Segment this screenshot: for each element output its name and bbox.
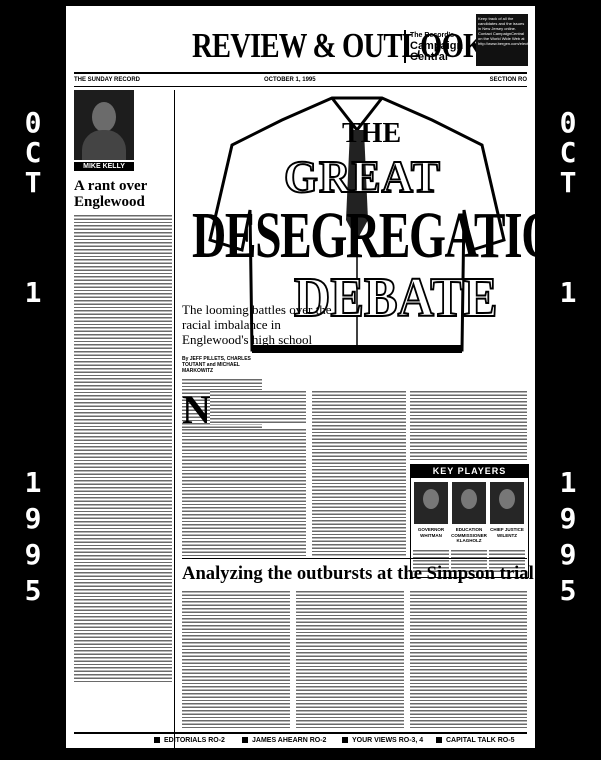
badge-line: Central — [410, 51, 448, 63]
story-text-col2 — [312, 390, 406, 556]
columnist-face — [92, 102, 116, 132]
key-players-box: KEY PLAYERS GOVERNOR WHITMAN EDUCATION C… — [410, 464, 529, 578]
side-char: 9 — [24, 502, 42, 535]
masthead-rule — [74, 72, 527, 74]
bullet-square-icon — [342, 737, 348, 744]
campaign-central-badge: The Record's Campaign Central — [404, 30, 472, 63]
badge-line: The Record's — [410, 32, 455, 39]
column-body-text — [74, 214, 172, 684]
player-name: EDUCATION COMMISSIONER KLAGHOLZ — [451, 527, 487, 543]
player-photo — [452, 482, 486, 524]
column-divider — [174, 90, 175, 748]
paper-name: THE SUNDAY RECORD — [74, 77, 141, 83]
side-char: 1 — [559, 466, 577, 499]
story-dropcap: N — [182, 387, 211, 432]
player-text — [413, 549, 449, 573]
feature-art: THE GREAT DESEGREGATION DEBATE — [182, 90, 535, 380]
badge-line: Campaign — [410, 40, 464, 52]
side-char: 1 — [24, 466, 42, 499]
columnist-photo — [74, 90, 134, 160]
player-photo — [414, 482, 448, 524]
bullet-square-icon — [154, 737, 160, 744]
index-item-views[interactable]: YOUR VIEWS RO-3, 4 — [342, 735, 423, 747]
dateline: THE SUNDAY RECORD OCTOBER 1, 1995 SECTIO… — [74, 76, 527, 86]
masthead: REVIEW & OUTLOOK The Record's Campaign C… — [74, 12, 528, 70]
story-text-col3 — [410, 390, 527, 460]
right-side-label: 0 C T 1 1 9 9 5 — [535, 0, 601, 760]
side-char: 1 — [559, 276, 577, 309]
side-char: C — [24, 136, 42, 169]
bullet-square-icon — [436, 737, 442, 744]
headline-great: GREAT — [283, 150, 441, 203]
headline-desegregation: DESEGREGATION — [192, 199, 535, 272]
issue-date: OCTOBER 1, 1995 — [264, 77, 316, 83]
side-char: 0 — [559, 106, 577, 139]
story-headline: The looming battles over the racial imba… — [182, 302, 332, 347]
side-char: 5 — [24, 574, 42, 607]
player-name: GOVERNOR WHITMAN — [417, 527, 445, 538]
side-char: 0 — [24, 106, 42, 139]
side-char: 1 — [24, 276, 42, 309]
masthead-blurb: Keep track of all the candidates and the… — [476, 14, 528, 66]
headline-the: THE — [342, 118, 402, 149]
story-text-lead — [210, 390, 306, 424]
story-byline: By JEFF PILLETS, CHARLES TOUTANT and MIC… — [182, 356, 251, 374]
player-text — [489, 549, 525, 573]
side-char: 9 — [559, 538, 577, 571]
bottom-text-col2 — [296, 590, 404, 728]
bottom-rule — [182, 558, 527, 559]
side-char: T — [559, 166, 577, 199]
left-side-label: 0 C T 1 1 9 9 5 — [0, 0, 66, 760]
player-name: CHIEF JUSTICE WILENTZ — [490, 527, 524, 538]
index-item-editorials[interactable]: EDITORIALS RO-2 — [154, 735, 225, 747]
newspaper-page: REVIEW & OUTLOOK The Record's Campaign C… — [66, 6, 535, 748]
shirt-illustration — [208, 96, 506, 353]
columnist-body — [82, 130, 126, 160]
headline-debate: DEBATE — [293, 266, 498, 330]
bottom-text-col3 — [410, 590, 527, 728]
side-char: 5 — [559, 574, 577, 607]
index-item-capital-talk[interactable]: CAPITAL TALK RO-5 — [436, 735, 514, 747]
key-players-title: KEY PLAYERS — [411, 465, 528, 478]
side-char: C — [559, 136, 577, 169]
column-headline: A rant over Englewood — [74, 178, 148, 210]
player-text — [451, 549, 487, 573]
page-index: EDITORIALS RO-2 JAMES AHEARN RO-2 YOUR V… — [74, 732, 527, 746]
story-text-col1 — [182, 428, 306, 556]
bottom-text-col1 — [182, 590, 290, 728]
column-left: MIKE KELLY A rant over Englewood — [74, 90, 172, 700]
dateline-rule — [74, 86, 527, 87]
side-char: 9 — [24, 538, 42, 571]
player-photo — [490, 482, 524, 524]
masthead-title: REVIEW & OUTLOOK — [192, 26, 485, 65]
index-item-ahearn[interactable]: JAMES AHEARN RO-2 — [242, 735, 326, 747]
section-label: SECTION RO — [489, 77, 527, 83]
side-char: T — [24, 166, 42, 199]
bottom-headline: Analyzing the outbursts at the Simpson t… — [182, 563, 534, 584]
side-char: 9 — [559, 502, 577, 535]
bullet-square-icon — [242, 737, 248, 744]
columnist-caption: MIKE KELLY — [74, 162, 134, 171]
